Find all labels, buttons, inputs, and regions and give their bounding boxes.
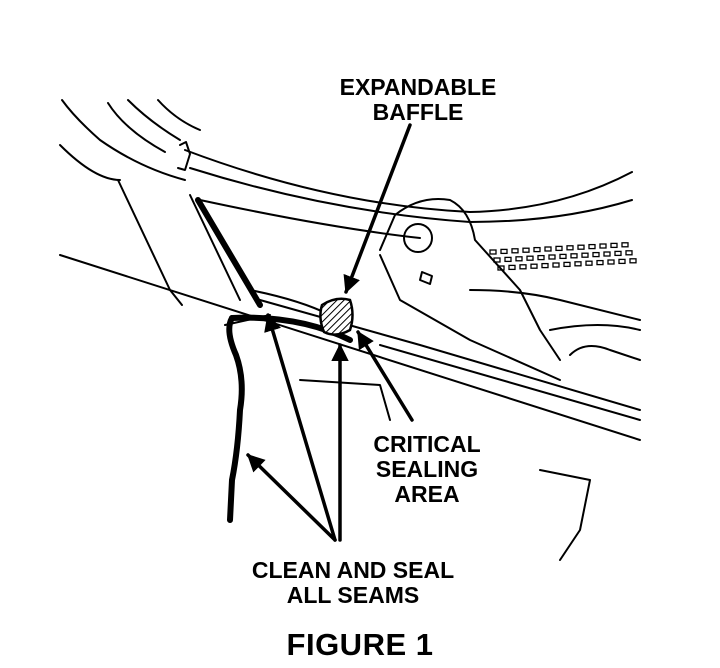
cowl-line-2 <box>259 299 641 411</box>
vent-slot <box>519 264 527 270</box>
pillar-left <box>117 179 183 306</box>
vent-slot <box>592 251 600 258</box>
expandable-baffle <box>319 297 354 336</box>
roof-rail-4 <box>157 99 201 131</box>
vent-slot <box>541 262 549 269</box>
vent-grille <box>489 242 637 271</box>
vent-slot <box>581 252 589 258</box>
header-line <box>199 199 421 239</box>
vent-slot <box>511 248 519 254</box>
vent-slot <box>555 245 563 252</box>
windshield-edge <box>184 149 633 213</box>
vent-slot <box>526 255 534 261</box>
strut-cap <box>569 345 641 361</box>
vent-slot <box>614 250 622 257</box>
vent-slot <box>585 260 593 266</box>
clean-seal-seams-label: CLEAN AND SEAL ALL SEAMS <box>228 558 478 608</box>
hinge-slot <box>419 271 433 285</box>
vent-slot <box>577 244 585 250</box>
vent-slot <box>489 249 497 255</box>
vent-slot <box>607 259 615 265</box>
vent-slot <box>522 247 530 253</box>
vent-slot <box>629 258 637 264</box>
figure-caption: FIGURE 1 <box>286 627 434 662</box>
vent-slot <box>621 242 629 248</box>
vent-slot <box>625 250 633 256</box>
seams-label-line-1: CLEAN AND SEAL <box>251 557 455 583</box>
windshield-edge-2 <box>189 167 633 223</box>
arrow-critical <box>356 330 414 422</box>
strut-bottom <box>549 324 641 331</box>
vent-slot <box>497 265 505 271</box>
expandable-baffle-label-line-1: EXPANDABLE <box>339 74 497 100</box>
vent-slot <box>559 253 567 260</box>
vent-slot <box>500 248 508 255</box>
hinge-arm-lower <box>379 214 396 251</box>
vent-slot <box>599 243 607 249</box>
vent-slot <box>537 254 545 261</box>
expandable-baffle-label-line-2: BAFFLE <box>372 98 464 125</box>
vent-slot <box>493 257 501 263</box>
arrow-seam-left <box>246 453 337 542</box>
vent-slot <box>574 261 582 267</box>
hinge-bolt <box>403 223 433 253</box>
seams-label-line-2: ALL SEAMS <box>286 581 420 608</box>
inner-lower <box>539 469 591 561</box>
vent-slot <box>548 254 556 260</box>
vent-slot <box>530 263 538 269</box>
hinge-arm <box>394 198 561 361</box>
seam-vertical <box>226 315 245 523</box>
seam-pillar <box>195 197 263 308</box>
vent-slot <box>563 261 571 268</box>
vent-slot <box>618 258 626 265</box>
vent-slot <box>570 253 578 259</box>
vent-slot <box>515 256 523 262</box>
critical-label-line-1: CRITICAL <box>373 431 481 457</box>
vent-slot <box>596 259 604 266</box>
pillar-top <box>59 144 121 181</box>
vent-slot <box>610 242 618 249</box>
roof-rail-3 <box>127 99 181 141</box>
arrow-seam-mid <box>264 313 337 542</box>
vent-slot <box>603 251 611 257</box>
roof-rail-outer <box>61 99 186 181</box>
vent-slot <box>588 243 596 250</box>
roof-rail-inner <box>107 102 166 153</box>
arrow-baffle <box>343 123 412 294</box>
inner-recess <box>299 379 391 421</box>
vent-slot <box>533 246 541 253</box>
vent-slot <box>504 256 512 263</box>
expandable-baffle-label: EXPANDABLE BAFFLE <box>318 75 518 125</box>
critical-label-line-2: SEALING <box>375 455 479 482</box>
vent-slot <box>508 264 516 271</box>
strut-top <box>469 289 641 321</box>
cowl-line-3 <box>379 344 641 421</box>
vent-slot <box>544 246 552 252</box>
vent-slot <box>552 262 560 268</box>
vent-slot <box>566 245 574 251</box>
hinge-body <box>379 254 561 381</box>
pillar-inner <box>189 194 241 301</box>
cowl-line-1 <box>59 254 641 441</box>
critical-sealing-area-label: CRITICAL SEALING AREA <box>352 432 502 506</box>
critical-label-line-3: AREA <box>394 480 460 507</box>
rail-clip <box>177 141 191 171</box>
